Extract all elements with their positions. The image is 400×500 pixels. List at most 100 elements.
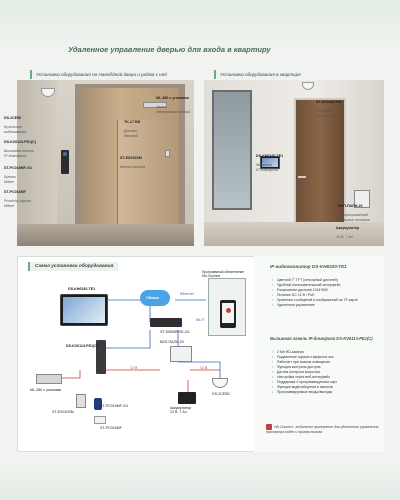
schema-psu-label: ББП-ПАЛН-20 [160, 340, 184, 344]
callout-code: DS-KV6113-PE1(C) [4, 140, 36, 145]
entrance-door-photo [17, 80, 194, 246]
schema-switch-label: ST-S5508POE-2G [160, 330, 190, 334]
callout-code: ББП-ПАЛН-20 [338, 204, 363, 209]
power-supply-icon [170, 346, 192, 362]
list-item: Работает при низком освещении [272, 360, 337, 365]
dome-camera-icon [302, 82, 314, 90]
list-item: Разрешение дисплея 1024*600 [272, 288, 358, 293]
list-item: Датчик контроля вскрытия [272, 370, 337, 375]
callout-left-sensor: TK-17 ББ Датчик дверной [124, 116, 140, 142]
callout-code: ST-PC019MF-G4 [4, 166, 32, 171]
wire-lock [60, 370, 81, 379]
floor [204, 222, 384, 246]
right-photo-label: Установка оборудования в квартире [214, 70, 305, 79]
callout-desc: Кнопка выхода [120, 165, 146, 170]
callout-left-fob: ST-PC019MF-G4 Брелок Mifare [4, 162, 32, 188]
callout-desc: Вызывная панель IP-домофона [4, 149, 34, 158]
callout-desc: Резервированный источник питания [338, 213, 370, 222]
list-item: Удаленное управление [272, 303, 358, 308]
smartphone-screen [222, 303, 234, 323]
schema-title: Схема установки оборудования [28, 262, 119, 271]
callout-left-panel: DS-KV6113-PE1(C) Вызывная панель IP-домо… [4, 136, 36, 162]
callout-code: DS-2CE56 [4, 116, 22, 121]
ethernet-label: Ethernet [180, 292, 194, 296]
list-item: Подавление шумов и эффекта эха [272, 355, 337, 360]
wire-panel-switch [106, 330, 151, 349]
proximity-card-icon [94, 416, 106, 424]
callout-left-lock: ML-380 с уголками Замок электромагнитный [156, 92, 190, 118]
header [0, 0, 400, 54]
exit-button-icon [165, 150, 170, 157]
callout-desc: 12 В, 7 Ач [336, 235, 353, 240]
spec-panel-title: Вызывная панель IP-домофона DS-KV6113-PE… [270, 336, 373, 341]
bottom-band [0, 460, 400, 500]
callout-desc: Сетевая PoE камера [316, 109, 336, 118]
app-label: Программный обеспечение Hik-Connect [202, 270, 245, 278]
monitor-screen [262, 158, 278, 167]
callout-right-monitor: DS-KH6320-TE1 Монитор IP-домофона [256, 150, 283, 176]
callout-code: ST-EX010SM [120, 156, 142, 161]
callout-code: ST-DS542F-NA [316, 100, 342, 105]
wire-psu-camera [178, 361, 221, 378]
schema-monitor-label: DS-KH6320-TE1 [68, 287, 96, 291]
list-item: Хранение сообщений и изображений на TF-к… [272, 298, 358, 303]
battery-icon [178, 392, 196, 404]
schema-camera-label: DS-2CE5D [212, 392, 230, 396]
schema-fob-label: ST-PC019MF-G4 [100, 404, 128, 408]
callout-desc: Купольная видеокамера [4, 125, 27, 134]
schema-battery-label: Аккумулятор 12 В, 7 Ач [170, 406, 192, 415]
page-title: Удаленное управление дверью для входа в … [68, 45, 271, 54]
callout-desc: Монитор IP-домофона [256, 163, 279, 172]
callout-left-camera: DS-2CE56 Купольная видеокамера [4, 112, 26, 138]
callout-right-psu: ББП-ПАЛН-20 Резервированный источник пит… [338, 200, 370, 226]
spec-panel-list: 2 Мп HD-камера Подавление шумов и эффект… [272, 350, 337, 395]
floor [17, 224, 194, 246]
callout-right-camera: ST-DS542F-NA Сетевая PoE камера [316, 96, 341, 122]
hik-connect-icon [266, 424, 272, 430]
callout-code: DS-KH6320-TE1 [256, 154, 284, 159]
list-item: Поддержка 4 программируемых карт [272, 380, 337, 385]
dome-camera-icon [41, 88, 55, 97]
magnetic-lock-icon [36, 374, 62, 384]
schema-panel-label: DS-KV6113-PE1(C) [66, 344, 98, 348]
callout-desc: Proximity-карта Mifare [4, 199, 31, 208]
wifi-label: Wi-Fi [196, 318, 205, 322]
key-fob-icon [94, 398, 102, 410]
call-panel-icon [96, 340, 106, 374]
schema-exit-label: ST-EX010SM [52, 410, 74, 414]
list-item: Питание DC 12 В / PoE [272, 293, 358, 298]
hik-connect-icon [226, 308, 231, 313]
camera-lens-icon [63, 152, 67, 156]
monitor-screen [63, 297, 105, 323]
schema-card-label: ST-PC016MF [100, 426, 122, 430]
header-background [0, 0, 400, 54]
power-supply-icon [354, 190, 370, 208]
callout-left-exit: ST-EX010SM Кнопка выхода [120, 152, 145, 174]
list-item: 2 Мп HD-камера [272, 350, 337, 355]
cloud-icon [140, 290, 170, 306]
voltage-label-b: 12 В [200, 366, 208, 370]
list-item: Цветной 7" TFT (сенсорный дисплей) [272, 278, 358, 283]
callout-desc: Датчик дверной [124, 129, 138, 138]
footnote-text: Hik-Connect - мобильное приложение для у… [266, 424, 380, 434]
mirror [212, 90, 252, 210]
spec-monitor-list: Цветной 7" TFT (сенсорный дисплей) Удобн… [272, 278, 358, 308]
apartment-hall-photo [204, 80, 384, 246]
left-photo-label: Установка оборудования на Наеобдной двер… [30, 70, 171, 79]
poe-switch-icon [150, 318, 182, 327]
callout-left-card: ST-PC016MF Proximity-карта Mifare [4, 186, 31, 212]
callout-desc: Замок электромагнитный [156, 105, 191, 114]
call-panel-icon [61, 150, 69, 174]
callout-code: TK-17 ББ [124, 120, 141, 125]
magnetic-lock-icon [143, 102, 167, 108]
list-item: Программируемые входы/выходы [272, 390, 337, 395]
spec-monitor-title: IP видеомонитор DS-KH6320-TE1 [270, 264, 347, 269]
exit-button-icon [76, 394, 86, 408]
callout-code: Аккумулятор [336, 226, 360, 231]
callout-right-battery: Аккумулятор 12 В, 7 Ач [336, 222, 359, 244]
footnote: Hik-Connect - мобильное приложение для у… [266, 424, 382, 434]
door-handle-icon [298, 176, 306, 178]
list-item: Функция контроля доступа [272, 365, 337, 370]
